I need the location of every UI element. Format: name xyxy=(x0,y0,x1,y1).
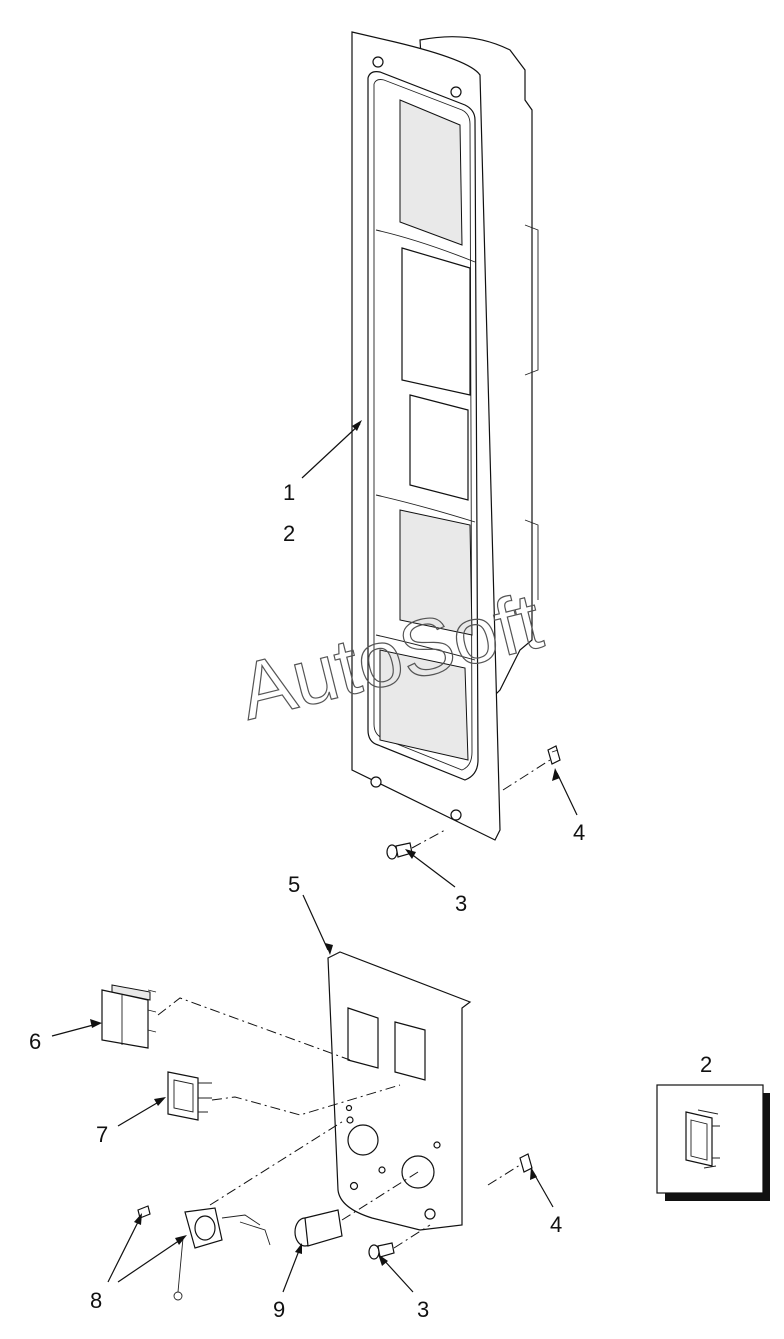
inset-detail-box xyxy=(656,1084,770,1201)
leader-lines xyxy=(51,420,578,1293)
callout-9: 9 xyxy=(273,1297,285,1322)
screw-part-lower xyxy=(368,1242,395,1260)
callout-5: 5 xyxy=(288,872,300,897)
callout-8: 8 xyxy=(90,1288,102,1313)
upper-console-panel xyxy=(351,31,539,841)
callout-4-upper: 4 xyxy=(573,820,585,845)
clip-part-lower xyxy=(519,1153,533,1173)
callout-6: 6 xyxy=(29,1029,41,1054)
callout-2: 2 xyxy=(283,521,295,546)
callout-inset-2: 2 xyxy=(700,1052,712,1077)
callout-3-lower: 3 xyxy=(417,1297,429,1322)
rocker-switch-part xyxy=(101,984,157,1049)
cigar-lighter-part xyxy=(294,1209,343,1247)
callout-3-upper: 3 xyxy=(455,891,467,916)
lower-switch-panel xyxy=(327,951,472,1231)
power-socket-part xyxy=(173,1207,271,1301)
indicator-lamp-part xyxy=(167,1071,212,1121)
callout-7: 7 xyxy=(96,1122,108,1147)
callout-4-lower: 4 xyxy=(550,1212,562,1237)
clip-part-upper xyxy=(547,745,561,765)
callout-1: 1 xyxy=(283,480,295,505)
